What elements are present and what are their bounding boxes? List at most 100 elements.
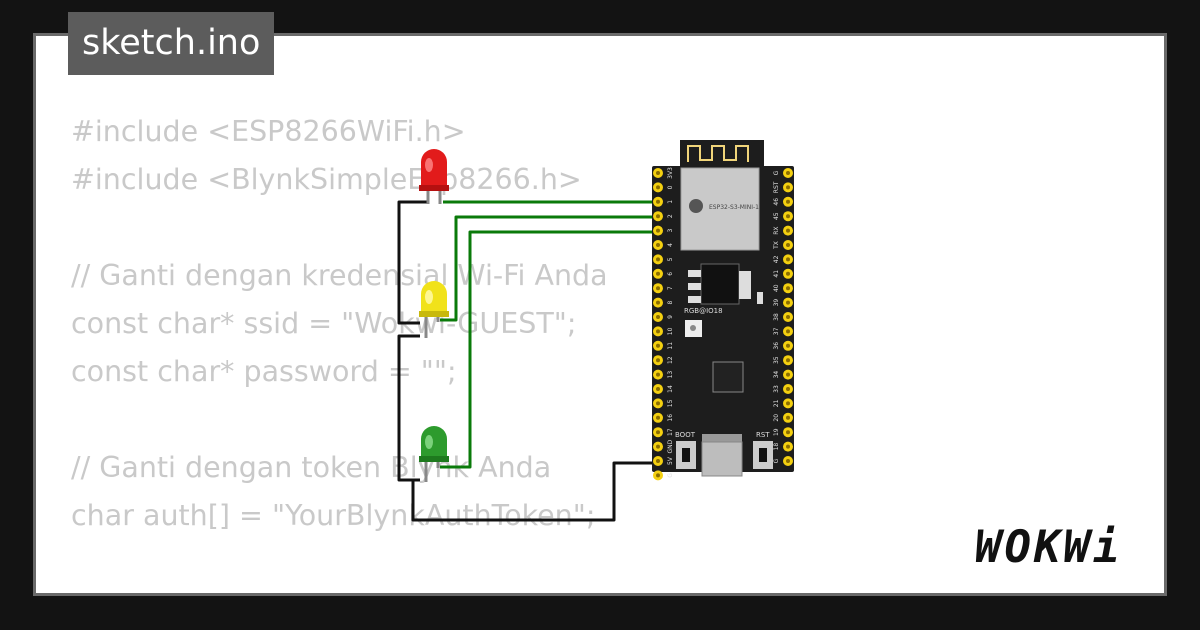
pin-label: 13 xyxy=(667,371,674,379)
pin-hole xyxy=(656,286,660,291)
pin-hole xyxy=(656,372,660,377)
pin-hole xyxy=(656,171,660,175)
wire-ground-yellow xyxy=(397,334,420,482)
code-line: const char* ssid = "Wokwi-GUEST"; xyxy=(71,307,577,340)
pin-label: 20 xyxy=(773,414,780,422)
pin-hole xyxy=(786,228,790,233)
pin-label: 3 xyxy=(667,229,674,233)
pin-label: 8 xyxy=(667,301,674,305)
pin-hole xyxy=(656,300,660,305)
pin-label: 12 xyxy=(667,356,674,364)
pin-hole xyxy=(786,300,790,305)
pin-hole xyxy=(656,271,660,276)
pin-hole xyxy=(786,271,790,276)
pin-hole xyxy=(786,459,790,463)
pin-hole xyxy=(656,387,660,391)
pin-label: 11 xyxy=(667,342,674,350)
pin-label: 4 xyxy=(667,243,674,247)
pin-hole xyxy=(786,286,790,291)
right-pin-header: GRST4645RXTX4241403938373635343321201918… xyxy=(773,168,793,466)
pin-label: 21 xyxy=(773,399,780,407)
pin-hole xyxy=(656,343,660,348)
pin-label: 42 xyxy=(773,255,780,263)
pin-label: 36 xyxy=(773,342,780,350)
pin-hole xyxy=(786,171,790,175)
pin-hole xyxy=(786,185,790,190)
pin-hole xyxy=(656,199,660,204)
pin-label: 38 xyxy=(773,313,780,321)
code-line: const char* password = ""; xyxy=(71,355,457,388)
led-red[interactable] xyxy=(419,149,449,204)
pin-label: 6 xyxy=(667,272,674,276)
led-green[interactable] xyxy=(419,426,449,482)
pin-label: 40 xyxy=(773,284,780,292)
wire-ground-red xyxy=(397,200,428,325)
pin-label: 18 xyxy=(773,443,780,451)
pin-label: 45 xyxy=(773,212,780,220)
pin-label: 0 xyxy=(667,185,674,189)
pin-label: 5V xyxy=(667,456,674,465)
file-tab[interactable]: sketch.ino xyxy=(68,12,275,75)
pin-hole xyxy=(656,214,660,219)
pin-hole xyxy=(786,315,790,319)
pin-label: 7 xyxy=(667,286,674,290)
pin-label: 14 xyxy=(667,385,674,393)
esp32-board[interactable]: ESP32-S3-MINI-1 RGB@IO18 BOOT RST 3V3012… xyxy=(652,140,794,481)
led-yellow[interactable] xyxy=(419,281,449,338)
pin-hole xyxy=(786,199,790,204)
pin-label: 9 xyxy=(667,315,674,319)
code-line: #include <ESP8266WiFi.h> xyxy=(71,115,466,148)
code-line: // Ganti dengan kredensial Wi-Fi Anda xyxy=(71,259,608,292)
pin-label: 37 xyxy=(773,327,780,335)
usb-port xyxy=(701,441,743,477)
code-line: char auth[] = "YourBlynkAuthToken"; xyxy=(71,499,596,532)
pin-hole xyxy=(786,243,790,247)
wires xyxy=(397,200,658,522)
pin-label: G xyxy=(667,473,674,478)
pin-hole xyxy=(656,401,660,406)
pin-label: 35 xyxy=(773,356,780,364)
pin-hole xyxy=(656,185,660,190)
pin-hole xyxy=(786,343,790,348)
pin-label: 2 xyxy=(667,214,674,218)
pin-hole xyxy=(656,358,660,363)
pin-label: G xyxy=(773,458,780,463)
code-line: #include <BlynkSimpleEsp8266.h> xyxy=(71,163,582,196)
pin-label: 33 xyxy=(773,385,780,393)
pin-label: 3V3 xyxy=(667,167,674,179)
pin-label: 46 xyxy=(773,198,780,206)
rst-label: RST xyxy=(756,431,770,439)
pin-hole xyxy=(656,473,660,478)
pin-hole xyxy=(656,243,660,247)
pin-label: TX xyxy=(773,241,780,250)
pin-label: 34 xyxy=(773,371,780,379)
pin-hole xyxy=(786,401,790,406)
boot-label: BOOT xyxy=(675,431,696,439)
pin-hole xyxy=(786,214,790,219)
pin-hole xyxy=(786,387,790,391)
wire-yellow-to-pin2 xyxy=(440,215,658,322)
pin-hole xyxy=(656,430,660,435)
pin-label: 1 xyxy=(667,200,674,204)
pin-hole xyxy=(786,257,790,262)
wire-ground-bus xyxy=(411,461,658,522)
pin-label: GND xyxy=(667,439,674,453)
pin-label: 16 xyxy=(667,414,674,422)
pin-hole xyxy=(786,329,790,334)
rgb-label: RGB@IO18 xyxy=(684,307,723,315)
module-label: ESP32-S3-MINI-1 xyxy=(709,204,759,211)
pin-hole xyxy=(786,444,790,449)
pin-hole xyxy=(786,358,790,363)
pin-hole xyxy=(656,415,660,420)
pin-label: 5 xyxy=(667,257,674,261)
pin-hole xyxy=(656,444,660,449)
code-editor[interactable]: #include <ESP8266WiFi.h> #include <BlynkS… xyxy=(71,108,1071,593)
pin-hole xyxy=(786,415,790,420)
pin-label: 10 xyxy=(667,327,674,335)
pin-label: G xyxy=(773,170,780,175)
pin-hole xyxy=(656,329,660,334)
pin-hole xyxy=(786,430,790,435)
preview-card: #include <ESP8266WiFi.h> #include <BlynkS… xyxy=(33,33,1167,596)
